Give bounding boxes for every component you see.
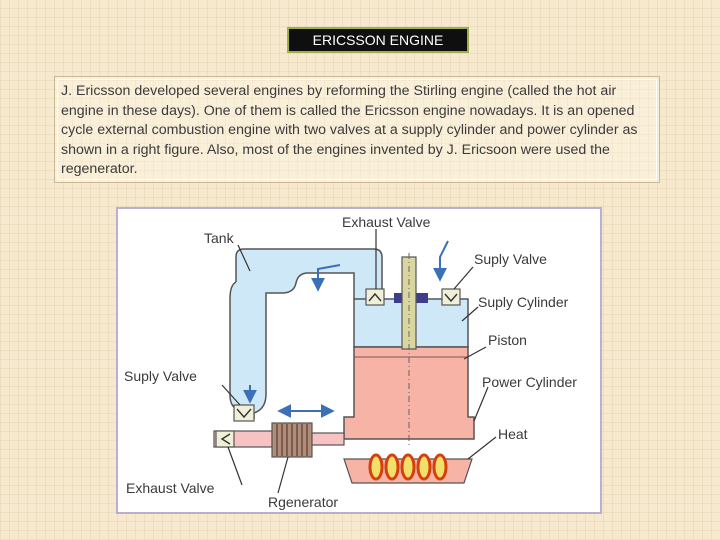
flame: [416, 453, 432, 481]
flame: [368, 453, 384, 481]
exhaust-valve-top: [365, 288, 385, 306]
flame: [400, 453, 416, 481]
label-heat: Heat: [498, 426, 528, 442]
exhaust-valve-left: [215, 430, 235, 448]
exhaust-valve-top-flap: [368, 292, 382, 302]
flame: [384, 453, 400, 481]
label-regenerator: Rgenerator: [268, 494, 338, 510]
suply-valve-top-flap: [444, 293, 458, 303]
suply-valve-left: [233, 404, 255, 422]
slide-title: ERICSSON ENGINE: [287, 27, 469, 53]
label-power-cylinder: Power Cylinder: [482, 374, 577, 390]
regenerator-pipe: [311, 432, 345, 446]
description-box: J. Ericsson developed several engines by…: [54, 76, 660, 183]
tank-body: [230, 249, 382, 419]
suply-valve-top: [441, 288, 461, 306]
ericsson-engine-diagram: Exhaust Valve Tank Suply Valve Suply Cyl…: [116, 207, 602, 514]
label-tank: Tank: [204, 230, 235, 246]
suply-valve-left-flap: [236, 408, 252, 419]
label-exhaust-valve-top: Exhaust Valve: [342, 214, 431, 230]
regenerator: [271, 422, 313, 458]
label-piston: Piston: [488, 332, 527, 348]
flow-arrow-intake: [433, 240, 449, 282]
power-cylinder: [343, 346, 475, 440]
label-suply-valve-right: Suply Valve: [474, 251, 547, 267]
exhaust-valve-left-flap: [220, 433, 231, 445]
label-suply-cylinder: Suply Cylinder: [478, 294, 569, 310]
leader-lines: [221, 229, 497, 494]
label-suply-valve-left: Suply Valve: [124, 368, 197, 384]
flame: [432, 453, 448, 481]
label-exhaust-valve-bottom: Exhaust Valve: [126, 480, 215, 496]
heat-source: [343, 453, 473, 484]
flow-arrow-tank: [311, 264, 341, 292]
engine-schematic: Exhaust Valve Tank Suply Valve Suply Cyl…: [124, 214, 577, 510]
description-text: J. Ericsson developed several engines by…: [61, 83, 638, 177]
power-cylinder-body: [343, 346, 475, 440]
